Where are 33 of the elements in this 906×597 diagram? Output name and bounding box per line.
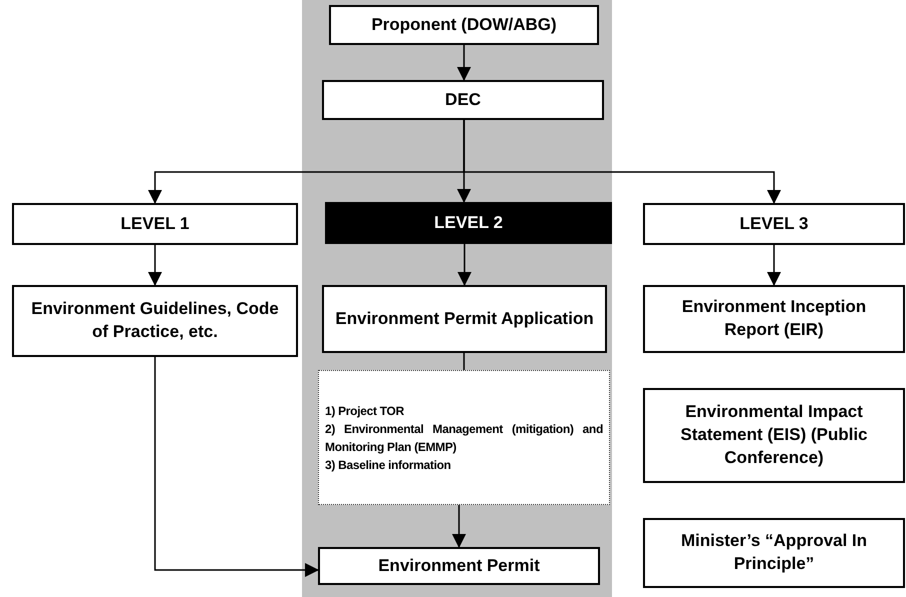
agency-box [322,80,604,120]
box-label: Environment Permit Application [335,308,594,330]
box-label: Minister’s “Approval In Principle” [680,530,868,575]
arrow [457,45,471,81]
box-label: DEC [445,88,481,111]
box-label: Environment Permit [378,554,540,577]
result-box [318,547,600,585]
title-box [329,5,599,45]
process-box [643,518,905,588]
process-box [322,285,607,353]
arrow [463,120,781,204]
arrow [452,505,466,548]
box-label: LEVEL 1 [120,212,190,235]
requirements-box [318,370,610,505]
box-label: Environment Inception Report (EIR) [680,296,868,341]
arrow [154,357,319,577]
list-item: 3) Baseline information [325,456,452,474]
arrow [458,244,472,286]
box-label: Environment Guidelines, Code of Practice, etc. [30,298,280,343]
arrow [148,245,162,286]
level-box [325,202,612,244]
list-item: 1) Project TOR [325,402,405,420]
process-box [643,285,905,353]
box-label: LEVEL 3 [740,212,808,235]
process-box [643,388,905,483]
box-label: LEVEL 2 [434,212,503,234]
process-box [12,285,298,357]
level-box [643,203,905,245]
arrow [767,245,781,286]
list-item: 2) Environmental Management (mitigation) and Monitoring Plan (EMMP) [325,420,603,456]
level-box [12,203,298,245]
box-label: Environmental Impact Statement (EIS) (Public Conference) [679,401,869,469]
box-label: Proponent (DOW/ABG) [371,14,557,36]
